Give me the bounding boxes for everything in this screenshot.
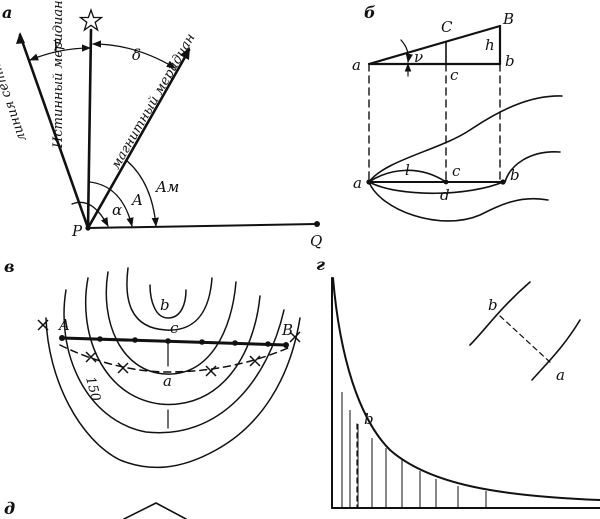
plan-point-b <box>500 179 506 185</box>
l-label: l <box>405 161 410 179</box>
plan-contour-d <box>368 181 504 195</box>
panel-b-slope: б C B h ν a c b a l c b d <box>352 3 563 222</box>
alpha-label: α <box>112 201 122 219</box>
delta-arc <box>92 40 176 69</box>
panel-d-partial: д <box>4 499 187 519</box>
h-label: h <box>485 36 495 54</box>
star-icon <box>78 8 104 32</box>
Q-label: Q <box>310 232 322 250</box>
panel-d-label: д <box>4 499 15 518</box>
c-top-label: c <box>450 66 459 84</box>
b-curve-label: b <box>364 410 374 428</box>
a-top-label: a <box>352 56 361 74</box>
panel-d-peak <box>123 502 187 519</box>
point-Q <box>314 221 320 227</box>
delta-label: δ <box>132 46 141 64</box>
plan-contour-lower <box>368 181 549 222</box>
panel-b-label: б <box>364 3 376 22</box>
point-P <box>85 225 91 231</box>
P-label: P <box>71 222 83 240</box>
grid-line-label: линия сетки <box>0 54 30 144</box>
Am-label: Aм <box>154 178 179 196</box>
a-bottom-label: a <box>353 174 362 192</box>
panel-g-curve: г b b a <box>316 255 600 509</box>
decay-curve <box>332 277 600 501</box>
d-label: d <box>440 186 450 204</box>
azimuth-Am-arc <box>125 159 159 227</box>
plan-point-c <box>443 179 449 185</box>
plan-point-a <box>366 179 372 185</box>
A-label-v: A <box>57 316 70 334</box>
b-bottom-label: b <box>510 166 520 184</box>
azimuth-A-arc <box>89 181 134 227</box>
inset-line-b <box>469 281 531 346</box>
inset-line-a <box>531 319 581 381</box>
magnetic-meridian-line <box>86 48 191 230</box>
magnetic-arrow <box>180 47 190 60</box>
plan-contour-ac <box>368 169 447 183</box>
a-label-v: a <box>163 372 172 390</box>
gamma-label: γ <box>52 34 61 52</box>
panel-a-azimuths: а линия сетки Истинный меридиан магнитны… <box>0 0 322 250</box>
plan-contour-right <box>504 151 561 183</box>
gamma-arc <box>29 44 91 61</box>
panel-a-label: а <box>2 3 12 22</box>
A-label: A <box>130 191 143 209</box>
b-inset-label: b <box>488 296 498 314</box>
true-meridian-label: Истинный меридиан <box>51 0 66 149</box>
c-label-v: c <box>170 319 179 337</box>
inset-perpendicular <box>499 315 553 365</box>
B-label-v: B <box>281 321 293 339</box>
nu-arc <box>400 39 413 63</box>
plan-contour-upper <box>368 95 563 183</box>
contour-3 <box>105 271 237 375</box>
true-meridian-line <box>86 28 93 230</box>
panel-g-label: г <box>316 255 325 274</box>
b-top-label: b <box>505 52 515 70</box>
a-inset-label: a <box>556 366 565 384</box>
alpha-arc <box>71 201 109 227</box>
magnetic-meridian-label: магнитный меридиан <box>108 31 198 172</box>
grid-line-arrow <box>16 32 25 44</box>
contour-4 <box>84 277 261 406</box>
line-PQ <box>87 223 317 229</box>
profile-crosses <box>37 319 301 377</box>
grid-line <box>18 33 90 230</box>
contour-1 <box>149 284 187 319</box>
panel-v-contours: в A <box>4 257 301 469</box>
contour-5 <box>63 289 285 434</box>
contour-150-label: 150 <box>82 375 103 403</box>
curve-hatching <box>341 392 487 508</box>
contour-2 <box>126 267 213 331</box>
nu-label: ν <box>414 48 423 66</box>
contour-150 <box>45 317 301 469</box>
line-AB-points <box>59 335 289 348</box>
B-label: B <box>502 10 514 28</box>
line-AB <box>60 336 288 347</box>
b-label-v: b <box>160 296 170 314</box>
slope-line-aB <box>367 24 502 66</box>
panel-v-label: в <box>4 257 15 276</box>
C-label: C <box>441 18 453 36</box>
c-bottom-label: c <box>452 162 461 180</box>
